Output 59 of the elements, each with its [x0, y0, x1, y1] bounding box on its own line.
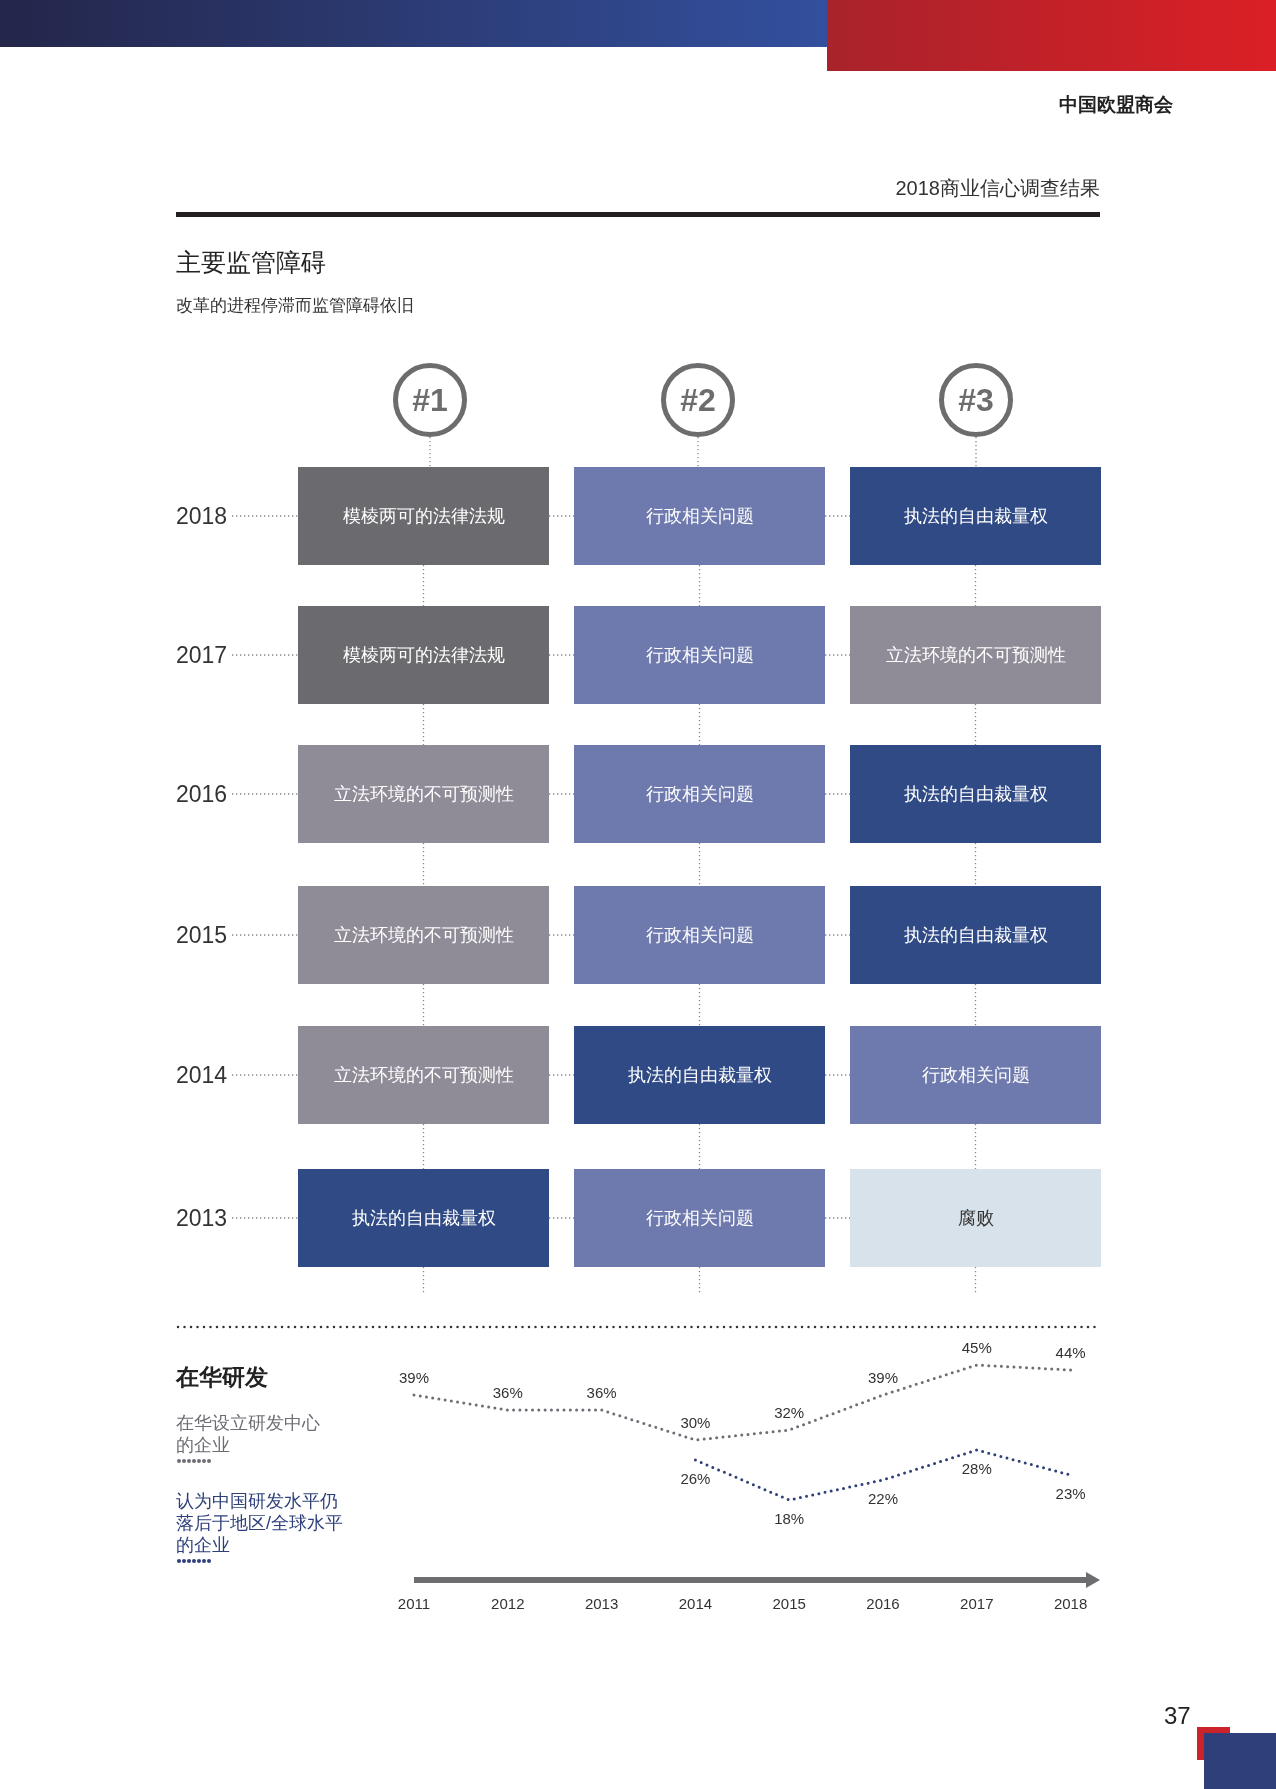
- axis-label: 2013: [584, 1595, 619, 1612]
- obstacle-box: 行政相关问题: [574, 745, 825, 843]
- obstacle-box: 执法的自由裁量权: [850, 745, 1101, 843]
- obstacle-box: 执法的自由裁量权: [574, 1026, 825, 1124]
- year-label: 2018: [176, 499, 232, 533]
- subtitle: 改革的进程停滞而监管障碍依旧: [176, 295, 414, 317]
- obstacle-box: 执法的自由裁量权: [850, 886, 1101, 984]
- obstacle-box: 立法环境的不可预测性: [850, 606, 1101, 704]
- year-label: 2013: [176, 1201, 232, 1235]
- obstacle-box: 行政相关问题: [574, 1169, 825, 1267]
- axis-label: 2018: [1053, 1595, 1088, 1612]
- rank-circle: #2: [661, 363, 735, 437]
- data-label: 18%: [774, 1510, 805, 1527]
- axis-label: 2016: [866, 1595, 900, 1612]
- obstacle-box: 执法的自由裁量权: [298, 1169, 549, 1267]
- connector-line: [429, 436, 431, 468]
- data-label: 23%: [1055, 1485, 1086, 1502]
- obstacle-box: 行政相关问题: [574, 886, 825, 984]
- page-title: 主要监管障碍: [176, 247, 326, 278]
- rank-circle: #1: [393, 363, 467, 437]
- year-label: 2016: [176, 777, 232, 811]
- data-label: 22%: [868, 1490, 898, 1507]
- axis-label: 2014: [678, 1595, 713, 1612]
- obstacle-box: 立法环境的不可预测性: [298, 886, 549, 984]
- legend-text: 在华设立研发中心的企业: [176, 1412, 321, 1456]
- obstacle-box: 腐败: [850, 1169, 1101, 1267]
- obstacle-box: 模棱两可的法律法规: [298, 606, 549, 704]
- data-label: 26%: [680, 1470, 711, 1487]
- data-label: 28%: [961, 1460, 992, 1477]
- year-label: 2015: [176, 918, 232, 952]
- data-label: 44%: [1055, 1344, 1086, 1361]
- data-label: 30%: [680, 1414, 711, 1431]
- obstacle-box: 立法环境的不可预测性: [298, 745, 549, 843]
- axis-label: 2011: [397, 1595, 431, 1612]
- data-label: 39%: [868, 1369, 898, 1386]
- obstacle-box: 立法环境的不可预测性: [298, 1026, 549, 1124]
- year-label: 2017: [176, 638, 232, 672]
- year-label: 2014: [176, 1058, 232, 1092]
- axis-label: 2017: [960, 1595, 994, 1612]
- organization-name: 中国欧盟商会: [1059, 93, 1173, 117]
- connector-line: [975, 436, 977, 468]
- obstacle-box: 执法的自由裁量权: [850, 467, 1101, 565]
- obstacle-box: 行政相关问题: [574, 606, 825, 704]
- report-title: 2018商业信心调查结果: [895, 176, 1100, 201]
- page-number: 37: [1164, 1702, 1191, 1730]
- obstacle-box: 行政相关问题: [574, 467, 825, 565]
- legend-text: 认为中国研发水平仍落后于地区/全球水平的企业: [176, 1490, 344, 1556]
- chart-title: 在华研发: [176, 1363, 268, 1392]
- connector-line: [697, 436, 699, 468]
- axis-label: 2012: [491, 1595, 525, 1612]
- data-label: 39%: [399, 1369, 429, 1386]
- data-label: 32%: [774, 1404, 805, 1421]
- data-label: 45%: [961, 1340, 992, 1356]
- data-label: 36%: [492, 1384, 523, 1401]
- obstacle-box: 模棱两可的法律法规: [298, 467, 549, 565]
- data-label: 36%: [586, 1384, 617, 1401]
- obstacle-box: 行政相关问题: [850, 1026, 1101, 1124]
- rank-circle: #3: [939, 363, 1013, 437]
- axis-label: 2015: [772, 1595, 806, 1612]
